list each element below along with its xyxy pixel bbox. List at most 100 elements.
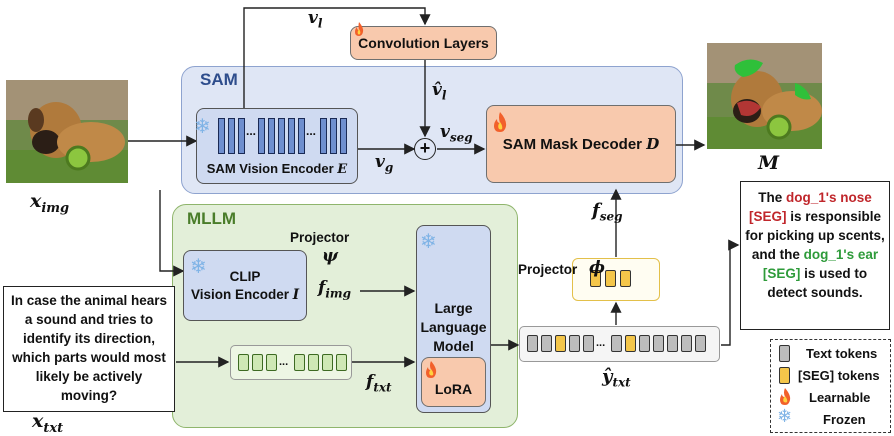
legend xyxy=(770,339,891,433)
text-token xyxy=(569,335,580,352)
encoder-token-bar xyxy=(330,118,337,154)
seg-token xyxy=(590,270,601,287)
legend-snowflake-icon: ❄ xyxy=(777,406,793,426)
text-token xyxy=(541,335,552,352)
answer-part1: The xyxy=(758,190,787,205)
clip-symbol: I xyxy=(292,286,300,303)
encoder-token-bar xyxy=(320,118,327,154)
encoder-token-bar xyxy=(228,118,235,154)
llm-line3: Model xyxy=(433,338,474,354)
x-img-sub: img xyxy=(41,200,70,216)
legend-seg-tokens: [SEG] tokens xyxy=(798,368,880,383)
learnable-fire-icon xyxy=(424,360,438,384)
clip-label-text: Vision Encoder xyxy=(190,286,289,302)
answer-part3: is responsible for picking up scents, an… xyxy=(745,209,885,262)
add-operator: + xyxy=(414,138,436,160)
learnable-fire-icon xyxy=(353,21,365,42)
sam-mask-decoder-label: SAM Mask Decoder D xyxy=(503,135,659,153)
sam-decoder-symbol: D xyxy=(646,135,660,153)
legend-fire-icon xyxy=(778,387,792,411)
llm-line2: Language xyxy=(420,319,487,335)
input-text-token xyxy=(266,354,277,371)
v-l-hat-label: v̂l xyxy=(432,80,446,102)
seg-token xyxy=(625,335,636,352)
v-seg-label: vseg xyxy=(440,122,473,144)
legend-seg-token-swatch xyxy=(779,367,790,384)
v-g-main: v xyxy=(375,152,385,172)
clip-label-line1: CLIP xyxy=(229,268,261,284)
learnable-fire-icon xyxy=(492,111,508,138)
v-seg-main: v xyxy=(440,122,450,142)
sam-vision-encoder-label: SAM Vision Encoder E xyxy=(207,161,347,177)
convolution-layers-label: Convolution Layers xyxy=(358,35,489,51)
sam-mask-decoder-text: SAM Mask Decoder xyxy=(502,136,643,153)
f-txt-sub: txt xyxy=(373,380,392,395)
llm-line1: Large xyxy=(434,300,473,316)
x-img-main: x xyxy=(30,190,42,212)
f-txt-label: ftxt xyxy=(366,372,392,394)
clip-label-line2: Vision Encoder I xyxy=(191,286,299,304)
input-dog-image xyxy=(6,80,128,183)
answer-text-box: The dog_1's nose [SEG] is responsible fo… xyxy=(740,181,890,330)
text-token xyxy=(583,335,594,352)
text-token xyxy=(611,335,622,352)
legend-frozen: Frozen xyxy=(823,412,866,427)
y-txt-label: ŷtxt xyxy=(602,366,631,390)
f-seg-main: f xyxy=(592,200,600,221)
text-token xyxy=(653,335,664,352)
input-text-token xyxy=(322,354,333,371)
v-l-hat-main: v̂ xyxy=(432,80,442,100)
sam-title: SAM xyxy=(200,70,238,89)
encoder-token-bar xyxy=(278,118,285,154)
text-token xyxy=(695,335,706,352)
projector-psi-symbol: ψ xyxy=(322,246,339,266)
f-txt-main: f xyxy=(366,372,374,392)
v-l-label: vl xyxy=(308,8,322,30)
f-img-sub: img xyxy=(325,286,351,301)
legend-text-token-swatch xyxy=(779,345,790,362)
clip-vision-encoder-box: CLIP Vision Encoder I xyxy=(183,250,307,321)
seg-token xyxy=(620,270,631,287)
sam-encoder-symbol: E xyxy=(337,162,348,177)
lora-label: LoRA xyxy=(434,381,473,397)
y-txt-sub: txt xyxy=(612,375,631,390)
input-text-token xyxy=(294,354,305,371)
question-text: In case the animal hears a sound and tri… xyxy=(10,293,168,403)
answer-ear-seg: dog_1's ear [SEG] xyxy=(762,247,879,281)
projector-phi-label: Projector xyxy=(518,262,578,277)
x-txt-label: xtxt xyxy=(32,410,63,436)
question-text-box: In case the animal hears a sound and tri… xyxy=(3,286,175,412)
f-img-label: fimg xyxy=(318,278,351,300)
seg-token-strip xyxy=(572,258,660,301)
encoder-ellipsis: ... xyxy=(306,124,317,138)
input-text-token xyxy=(336,354,347,371)
frozen-snowflake-icon: ❄ xyxy=(194,116,211,138)
sam-mask-decoder-box: SAM Mask Decoder D xyxy=(486,105,676,183)
v-l-hat-sub: l xyxy=(441,88,447,103)
y-txt-main: ŷ xyxy=(602,366,613,387)
f-seg-sub: seg xyxy=(599,209,623,224)
seg-token xyxy=(605,270,616,287)
input-text-token xyxy=(238,354,249,371)
seg-token xyxy=(555,335,566,352)
text-token xyxy=(681,335,692,352)
token-ellipsis: ... xyxy=(279,356,289,368)
encoder-token-bar xyxy=(238,118,245,154)
v-l-sub: l xyxy=(317,16,323,31)
v-l-main: v xyxy=(308,8,318,28)
encoder-token-bar xyxy=(258,118,265,154)
x-txt-main: x xyxy=(32,410,44,432)
v-seg-sub: seg xyxy=(449,130,473,145)
projector-phi-symbol: ϕ xyxy=(589,258,606,278)
frozen-snowflake-icon: ❄ xyxy=(190,256,207,278)
answer-nose-seg: dog_1's nose [SEG] xyxy=(748,190,872,224)
encoder-token-bar xyxy=(298,118,305,154)
f-seg-label: fseg xyxy=(592,200,623,224)
plus-symbol: + xyxy=(419,138,431,158)
sam-vision-encoder-text: SAM Vision Encoder xyxy=(206,161,334,176)
mask-output-label: M xyxy=(758,152,780,174)
v-g-label: vg xyxy=(375,152,393,174)
answer-part5: is used to detect sounds. xyxy=(767,266,868,300)
encoder-token-bar xyxy=(218,118,225,154)
